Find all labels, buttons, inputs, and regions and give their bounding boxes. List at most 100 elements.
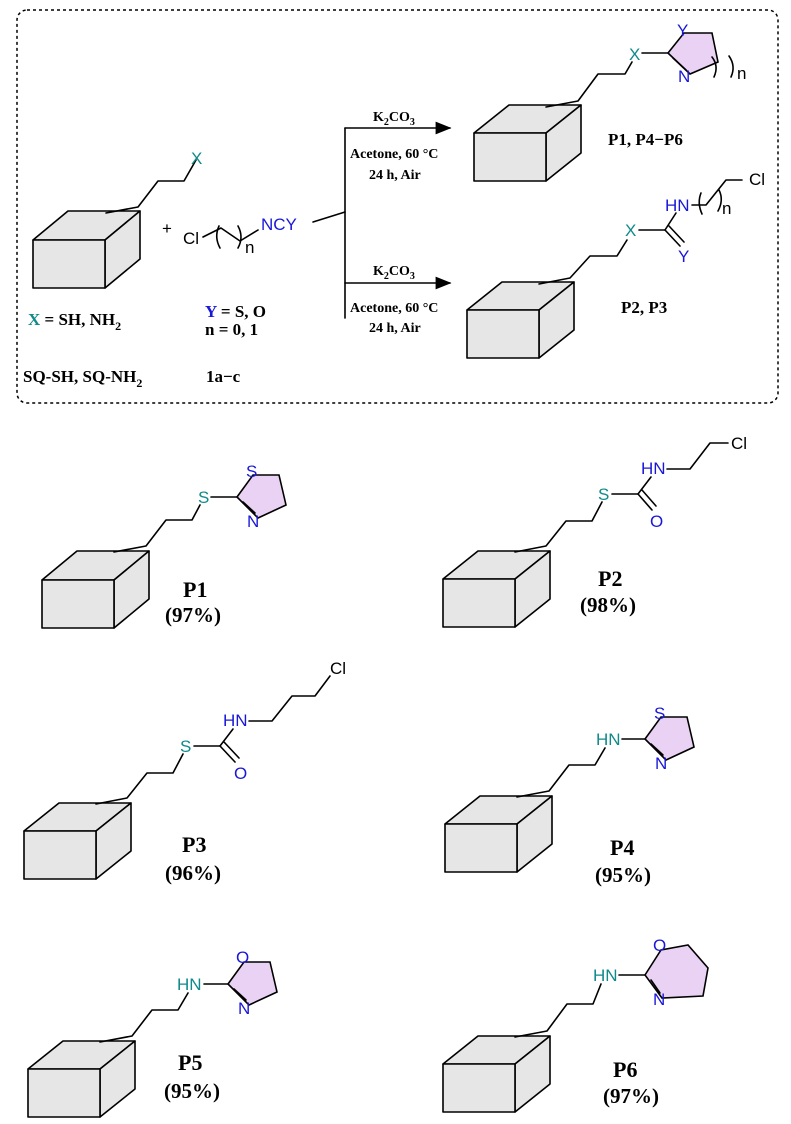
p5-ring-o-atom: O xyxy=(236,948,249,967)
p4-cage-icon xyxy=(444,795,553,873)
top-product-ring-double-bond xyxy=(672,57,687,71)
starting-material-label: SQ-SH, SQ-NH2 xyxy=(23,367,142,390)
x-definition: X = SH, NH2 xyxy=(28,310,121,333)
p6-cage-icon xyxy=(442,1035,551,1113)
p4-name: P4 xyxy=(610,835,634,860)
p3-yield: (96%) xyxy=(165,861,221,885)
p1-ring-n-atom: N xyxy=(247,512,259,531)
scheme-dashed-frame xyxy=(16,9,779,404)
p1-cage-icon xyxy=(41,550,150,629)
p4-ring-s-atom: S xyxy=(654,704,665,723)
p4-ring xyxy=(643,716,695,761)
bottom-product-cage-icon xyxy=(466,281,575,359)
p5-link-atom: HN xyxy=(177,975,202,994)
bottom-product-cl-atom: Cl xyxy=(749,170,765,189)
p5-chain xyxy=(99,992,189,1043)
reagent-chain xyxy=(202,227,259,242)
p4-ring-n-atom: N xyxy=(655,754,667,773)
p2-hn-atom: HN xyxy=(641,459,666,478)
p2-name: P2 xyxy=(598,566,622,591)
p4-yield: (95%) xyxy=(595,863,651,887)
bottom-product-x-atom: X xyxy=(625,221,636,240)
bottom-product-n-subscript: n xyxy=(722,199,731,218)
p3-chain-2 xyxy=(248,675,331,722)
starting-material-chain xyxy=(105,159,197,214)
reagent-cl-atom: Cl xyxy=(183,229,199,248)
p1-chain xyxy=(113,504,201,553)
reagent-n-subscript: n xyxy=(245,238,254,257)
top-solvent-label: Acetone, 60 °C xyxy=(350,147,438,162)
p4-link-atom: HN xyxy=(596,730,621,749)
p2-hn-bond xyxy=(637,476,652,495)
top-product-repeat-bracket xyxy=(711,55,734,78)
starting-material-cage-icon xyxy=(32,210,141,289)
p5-ring-n-atom: N xyxy=(238,999,250,1018)
reagent-label: 1a−c xyxy=(206,367,241,386)
p6-link-atom: HN xyxy=(593,966,618,985)
p1-link-atom: S xyxy=(198,488,209,507)
p1-yield: (97%) xyxy=(165,603,221,627)
bottom-product-hn-bond xyxy=(664,212,677,231)
bottom-product-hn-atom: HN xyxy=(665,196,690,215)
p3-hn-atom: HN xyxy=(223,711,248,730)
reagent-repeat-bracket xyxy=(215,225,242,249)
p3-chain xyxy=(95,753,184,805)
bottom-solvent-label: Acetone, 60 °C xyxy=(350,301,438,316)
y-definition: Y = S, O xyxy=(205,302,266,321)
top-product-y-atom: Y xyxy=(677,21,688,40)
n-definition: n = 0, 1 xyxy=(205,320,258,339)
p3-cl-atom: Cl xyxy=(330,659,346,678)
p6-chain xyxy=(514,983,602,1038)
bottom-product-label: P2, P3 xyxy=(621,298,667,317)
p2-link-atom: S xyxy=(598,485,609,504)
p5-name: P5 xyxy=(178,1050,202,1075)
p3-cage-icon xyxy=(23,802,132,880)
top-product-x-atom: X xyxy=(629,45,640,64)
p3-o-atom: O xyxy=(234,764,247,783)
p4-ring-double-bond xyxy=(650,743,664,756)
p3-hn-bond xyxy=(219,728,234,747)
p5-cage-icon xyxy=(27,1040,136,1118)
p1-name: P1 xyxy=(183,577,207,602)
p1-ring-double-bond xyxy=(242,501,256,514)
plus-sign: + xyxy=(162,219,172,238)
bottom-base-label: K2CO3 xyxy=(373,264,415,282)
p2-carbonyl-bond xyxy=(637,493,653,511)
top-time-label: 24 h, Air xyxy=(369,168,421,183)
bottom-product-carbonyl-bond xyxy=(664,229,681,247)
p3-carbonyl-bond-2 xyxy=(223,741,240,759)
p5-ring xyxy=(226,961,278,1006)
p5-ring-double-bond xyxy=(233,988,247,1001)
p2-chain xyxy=(514,501,603,553)
top-product-chain xyxy=(545,61,633,108)
top-product-cage-icon xyxy=(473,104,582,182)
bottom-product-chain xyxy=(538,239,628,285)
p2-cage-icon xyxy=(442,550,551,628)
bottom-product-repeat-bracket xyxy=(698,189,723,215)
top-base-label: K2CO3 xyxy=(373,110,415,128)
p6-ring-n-atom: N xyxy=(653,990,665,1009)
bottom-time-label: 24 h, Air xyxy=(369,321,421,336)
p5-yield: (95%) xyxy=(164,1079,220,1103)
p6-name: P6 xyxy=(613,1057,637,1082)
reagent-ncy-group: NCY xyxy=(261,215,297,234)
p6-ring-o-atom: O xyxy=(653,936,666,955)
p6-yield: (97%) xyxy=(603,1084,659,1108)
top-product-label: P1, P4−P6 xyxy=(608,130,683,149)
p2-yield: (98%) xyxy=(580,593,636,617)
p6-ring xyxy=(644,944,709,999)
p3-name: P3 xyxy=(182,832,206,857)
p1-ring xyxy=(235,474,287,519)
top-product-n-subscript: n xyxy=(737,64,746,83)
reagent-ncy-bond xyxy=(312,211,346,223)
top-product-ring xyxy=(666,32,719,75)
p2-carbonyl-bond-2 xyxy=(641,489,657,507)
p2-chain-2 xyxy=(666,442,729,470)
p2-cl-atom: Cl xyxy=(731,434,747,453)
p3-carbonyl-bond xyxy=(219,745,236,763)
p3-link-atom: S xyxy=(180,737,191,756)
bottom-product-carbonyl-bond-2 xyxy=(668,225,685,243)
bottom-product-y-atom: Y xyxy=(678,247,689,266)
starting-material-x-atom: X xyxy=(191,149,202,168)
